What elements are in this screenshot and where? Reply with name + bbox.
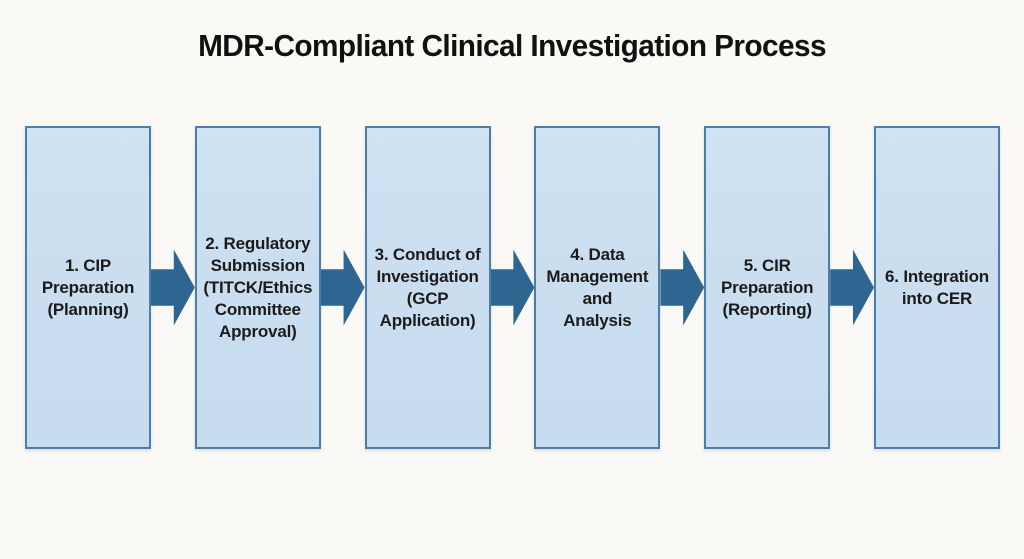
flow-step-1-cip-preparation: 1. CIP Preparation (Planning) <box>25 126 151 449</box>
flow-step-4-data-management-analysis: 4. Data Management and Analysis <box>534 126 661 449</box>
arrow-right-icon <box>320 249 365 326</box>
arrow-right-icon <box>830 249 874 326</box>
flow-step-3-conduct-of-investigation: 3. Conduct of Investigation (GCP Applica… <box>364 126 491 449</box>
connector-5-6 <box>830 126 874 449</box>
process-flow-row: 1. CIP Preparation (Planning) 2. Regulat… <box>25 126 1000 449</box>
flow-step-3-label: 3. Conduct of Investigation (GCP Applica… <box>374 244 481 330</box>
flow-step-2-regulatory-submission: 2. Regulatory Submission (TITCK/Ethics C… <box>194 126 321 449</box>
arrow-right-icon <box>660 249 705 326</box>
flow-step-1-label: 1. CIP Preparation (Planning) <box>41 255 135 319</box>
connector-2-3 <box>320 126 365 449</box>
flow-step-5-cir-preparation: 5. CIR Preparation (Reporting) <box>704 126 831 449</box>
flow-step-4-label: 4. Data Management and Analysis <box>546 244 649 330</box>
connector-4-5 <box>660 126 705 449</box>
arrow-right-icon <box>490 249 535 326</box>
flow-step-2-label: 2. Regulatory Submission (TITCK/Ethics C… <box>203 233 313 341</box>
arrow-right-icon <box>151 249 195 326</box>
flow-step-6-label: 6. Integration into CER <box>885 266 989 308</box>
diagram-title: MDR-Compliant Clinical Investigation Pro… <box>198 28 826 63</box>
connector-3-4 <box>490 126 535 449</box>
flow-step-5-label: 5. CIR Preparation (Reporting) <box>721 255 814 319</box>
flow-step-6-integration-into-cer: 6. Integration into CER <box>873 126 1000 449</box>
connector-1-2 <box>151 126 195 449</box>
